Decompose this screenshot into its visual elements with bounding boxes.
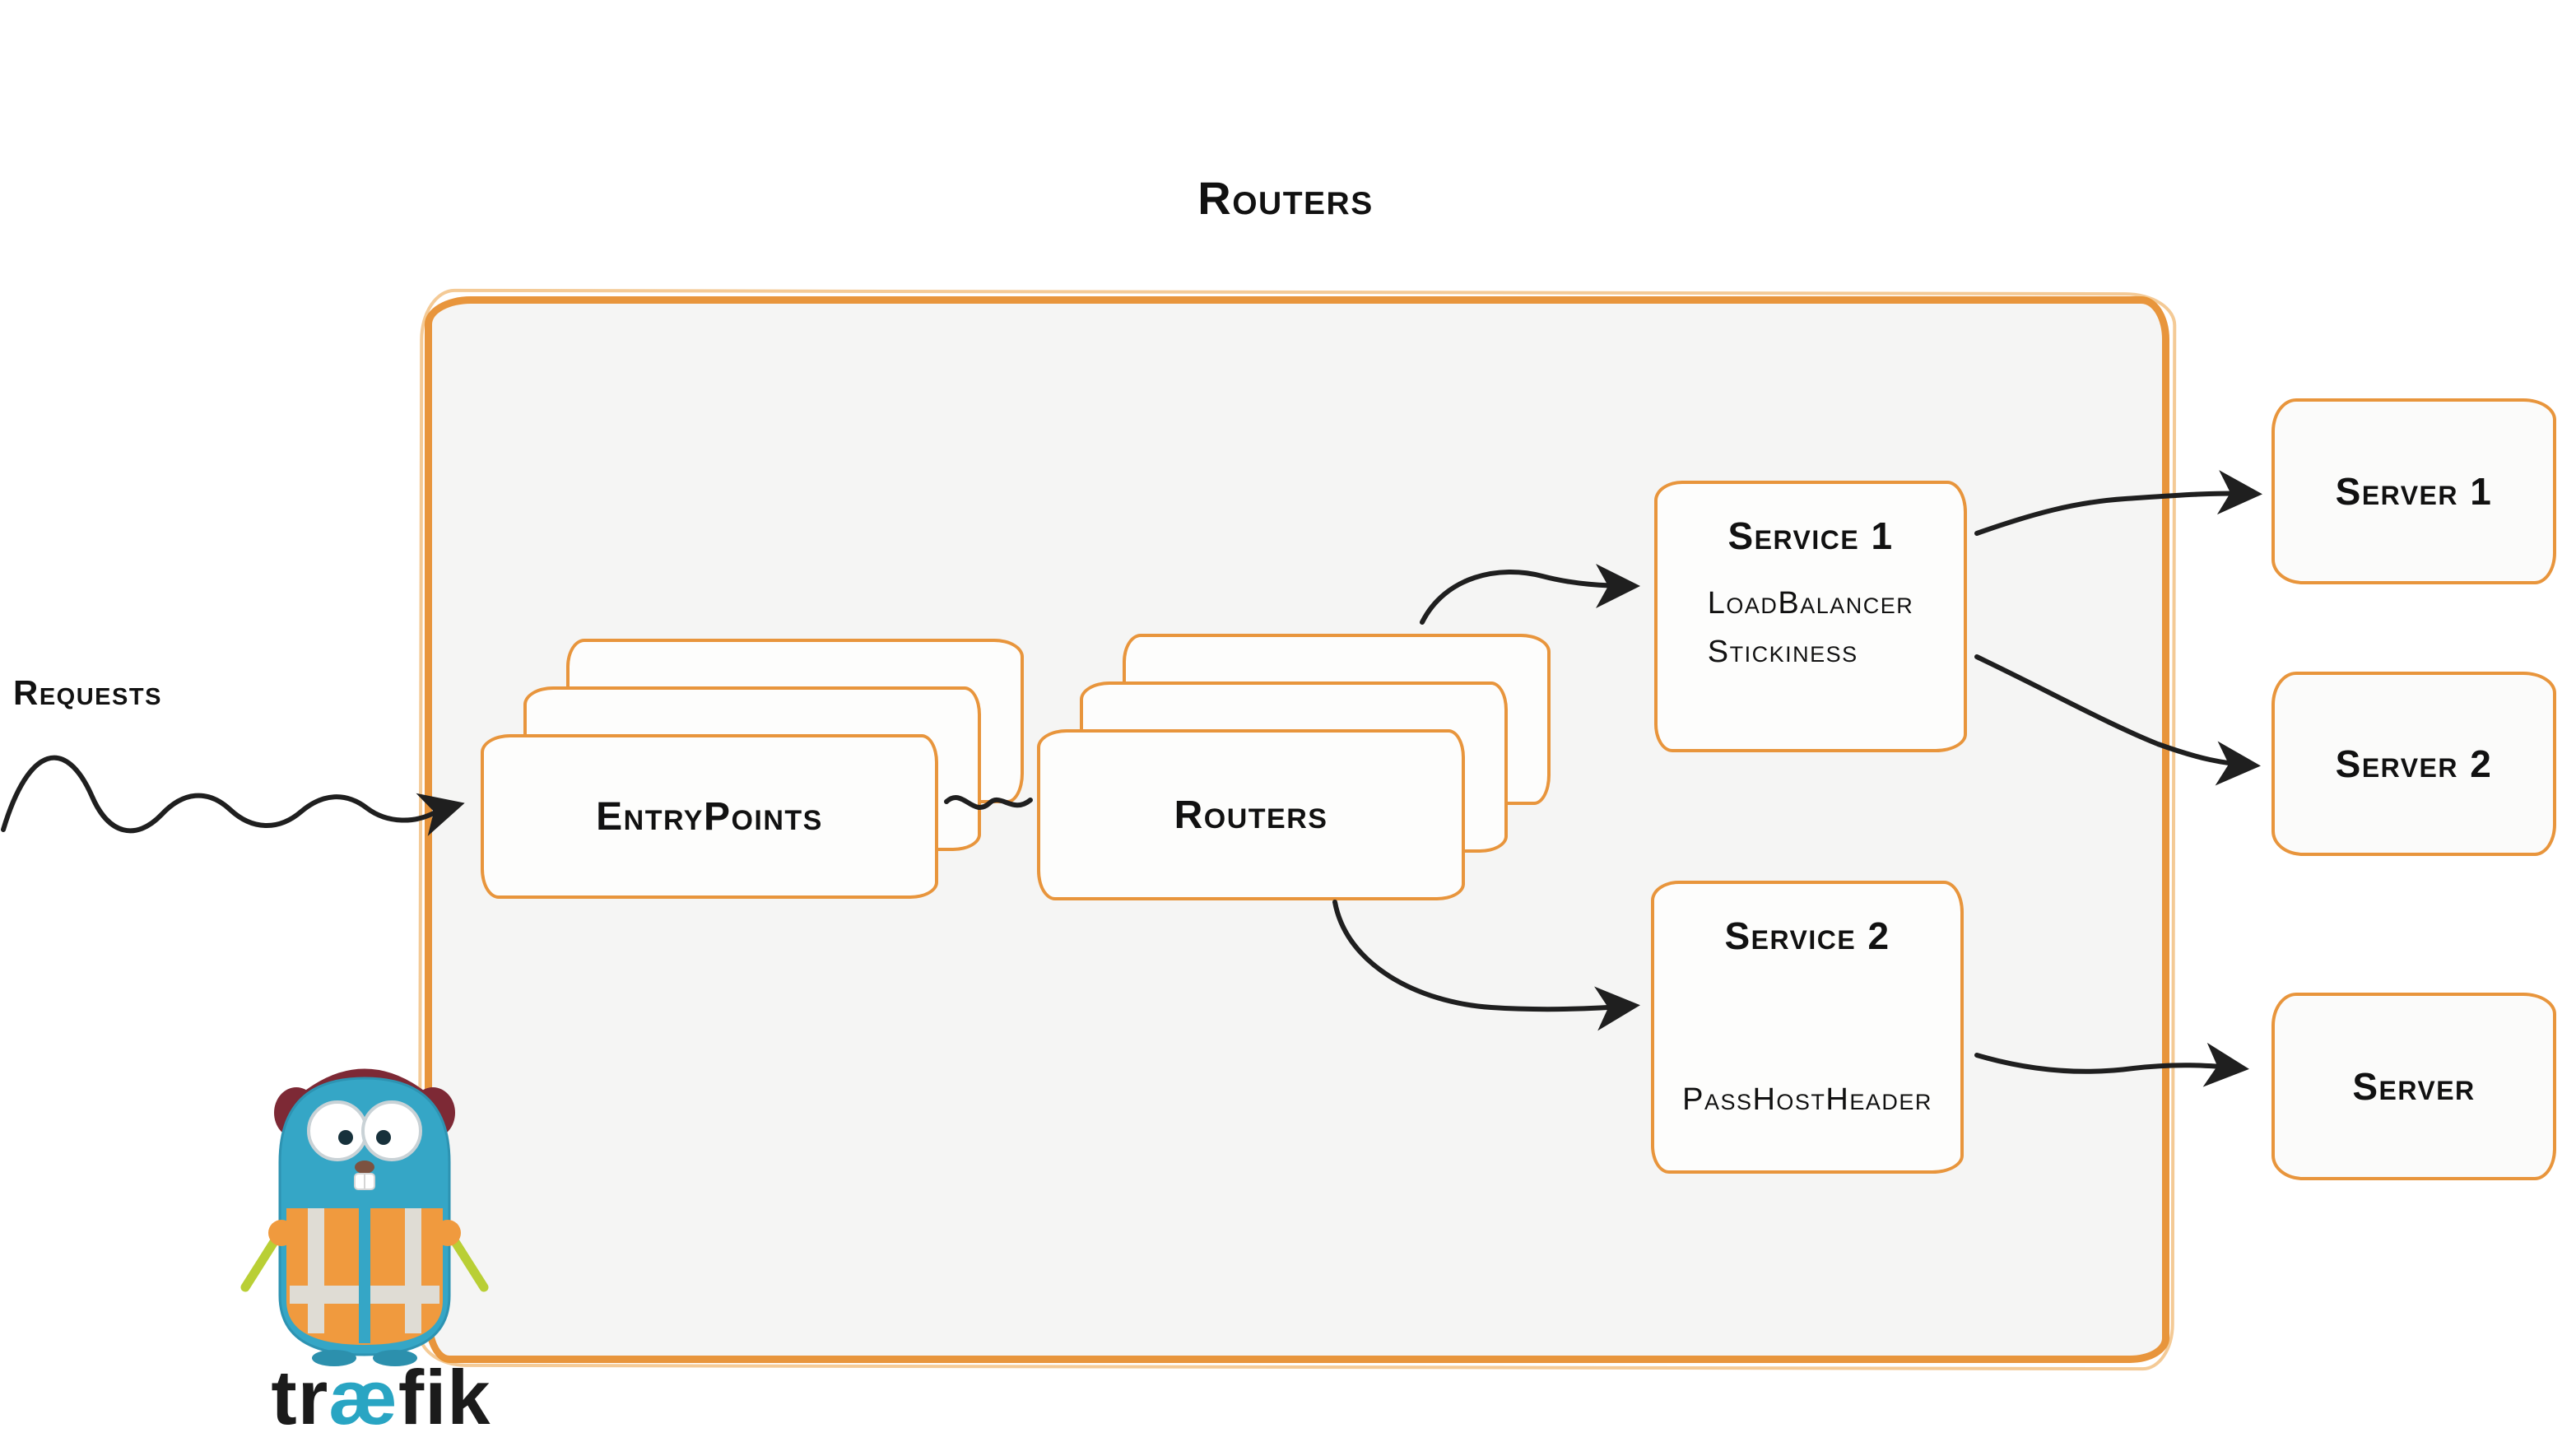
server-2-box: Server 2 <box>2271 672 2556 856</box>
service-2-box: Service 2 PassHostHeader <box>1651 881 1964 1174</box>
diagram-title: Routers <box>1197 172 1374 224</box>
wordmark-pre: tr <box>271 1354 329 1440</box>
traefik-gopher-mascot <box>240 1068 489 1366</box>
entrypoints-label: EntryPoints <box>596 794 823 839</box>
requests-label: Requests <box>13 673 162 712</box>
arrow-requests-to-entrypoints <box>1 755 465 836</box>
service-2-title: Service 2 <box>1724 914 1890 957</box>
routers-stack: Routers <box>1037 634 1554 902</box>
entrypoints-stack: EntryPoints <box>481 639 1027 902</box>
service-1-feature-stickiness: Stickiness <box>1707 634 1858 669</box>
service-1-title: Service 1 <box>1727 514 1894 557</box>
entrypoints-card: EntryPoints <box>481 734 938 899</box>
wordmark-post: fik <box>398 1354 491 1440</box>
traefik-logo: træfik <box>229 1039 525 1440</box>
service-1-box: Service 1 LoadBalancer Stickiness <box>1654 481 1967 752</box>
server-1-box: Server 1 <box>2271 398 2556 584</box>
routers-card: Routers <box>1037 729 1465 900</box>
service-2-feature-passhostheader: PassHostHeader <box>1682 1082 1932 1118</box>
server-box: Server <box>2271 993 2556 1180</box>
traefik-wordmark: træfik <box>245 1353 517 1442</box>
wordmark-ae: æ <box>328 1354 398 1440</box>
service-1-feature-loadbalancer: LoadBalancer <box>1707 586 1914 621</box>
routers-label: Routers <box>1174 793 1328 837</box>
